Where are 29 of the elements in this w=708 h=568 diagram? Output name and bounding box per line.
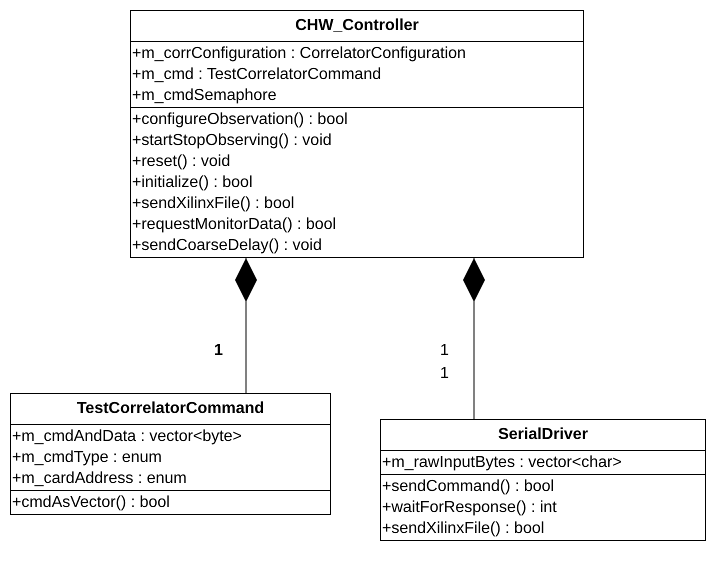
class-name: SerialDriver [497,425,589,445]
member-text: +sendCommand() : bool [381,477,556,497]
member-text: +m_cmdType : enum [11,448,163,468]
member-text: +m_cmdAndData : vector<byte> [11,427,243,447]
member-text: +sendCoarseDelay() : void [131,236,323,256]
class-box [380,419,706,541]
composition-line [235,258,257,394]
member-text: +m_cardAddress : enum [11,469,188,489]
member-text: +sendXilinxFile() : bool [131,194,296,214]
member-text: +m_cmdSemaphore [131,86,278,106]
class-box [130,10,584,258]
multiplicity-label: 1 [440,364,449,384]
class-name: TestCorrelatorCommand [76,399,266,419]
composition-line [463,258,485,420]
class-box [10,393,331,515]
multiplicity-label: 1 [440,341,449,361]
member-text: +m_corrConfiguration : CorrelatorConfiguration [131,44,467,64]
member-text: +startStopObserving() : void [131,131,333,151]
member-text: +requestMonitorData() : bool [131,215,338,235]
member-text: +waitForResponse() : int [381,498,558,518]
member-text: +reset() : void [131,152,232,172]
member-text: +m_cmd : TestCorrelatorCommand [131,65,382,85]
member-text: +configureObservation() : bool [131,110,349,130]
member-text: +initialize() : bool [131,173,254,193]
member-text: +sendXilinxFile() : bool [381,519,546,539]
class-name: CHW_Controller [294,16,420,36]
multiplicity-label: 1 [214,341,223,361]
member-text: +m_rawInputBytes : vector<char> [381,453,623,473]
member-text: +cmdAsVector() : bool [11,493,171,513]
